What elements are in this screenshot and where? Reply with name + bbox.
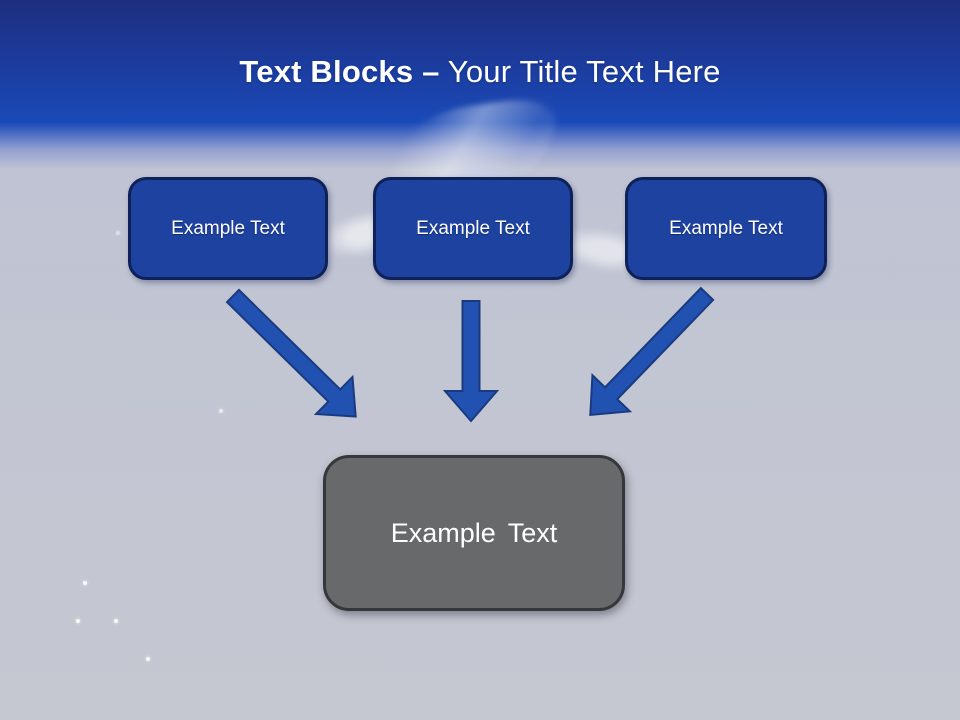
source-box-2: Example Text [373, 177, 573, 280]
background-speck [114, 619, 118, 623]
background-speck [76, 619, 80, 623]
source-box-1-label: Example Text [171, 217, 285, 239]
background-speck [219, 409, 223, 413]
background-speck [83, 581, 87, 585]
down-left-arrow [589, 286, 715, 416]
down-arrow [442, 300, 500, 423]
title-bold-segment: Text Blocks – [239, 54, 440, 89]
source-box-1: Example Text [128, 177, 328, 280]
title-regular-segment: Your Title Text Here [439, 54, 721, 89]
target-box: Example Text [323, 455, 625, 611]
background-speck [146, 657, 150, 661]
target-box-label: Example Text [390, 517, 558, 548]
source-box-2-label: Example Text [416, 217, 530, 239]
background-speck [116, 231, 120, 235]
source-box-3-label: Example Text [669, 217, 783, 239]
down-right-arrow [225, 288, 357, 418]
slide-title: Text Blocks – Your Title Text Here [0, 54, 960, 90]
source-box-3: Example Text [625, 177, 827, 280]
